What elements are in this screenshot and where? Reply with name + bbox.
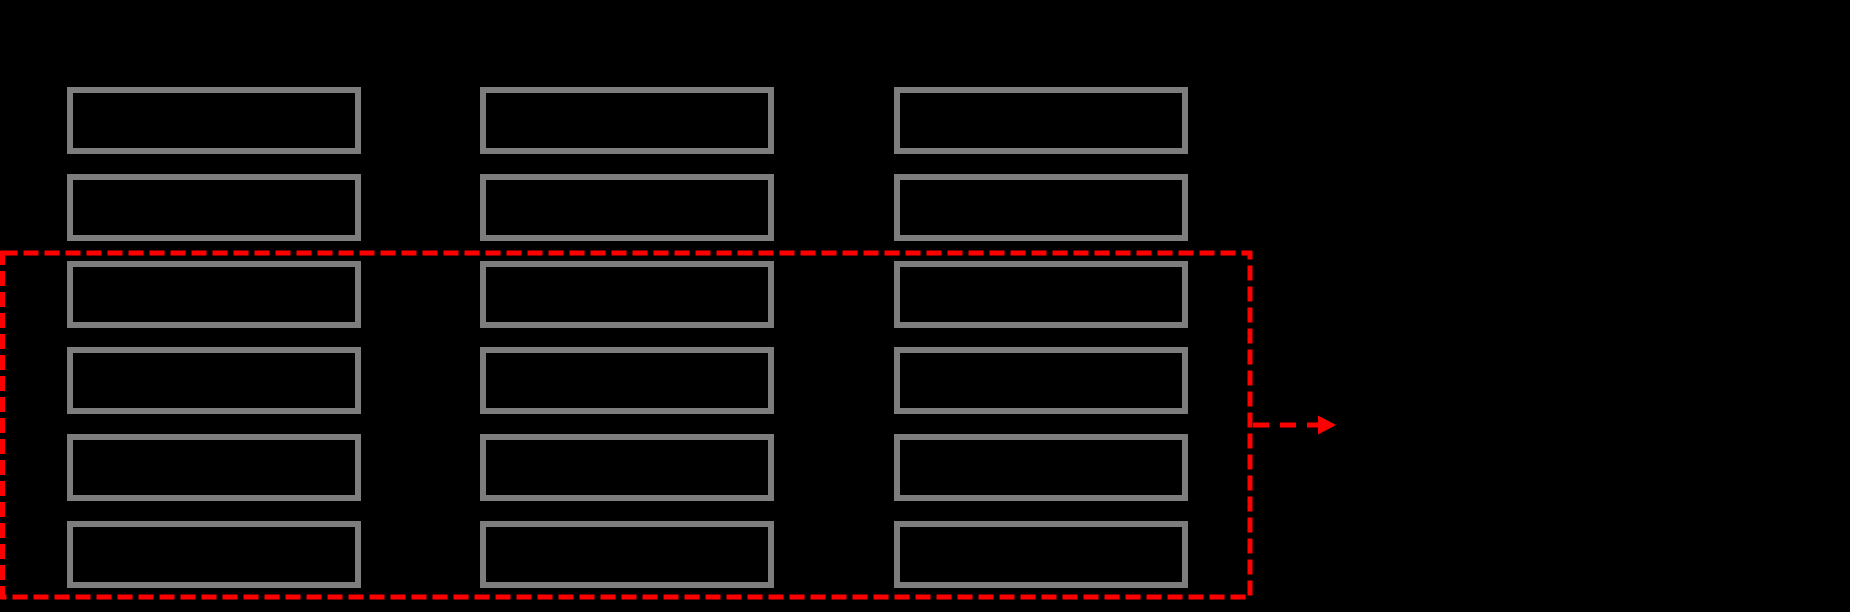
highlight-dashed-rect — [0, 250, 1253, 600]
grid-box-r1c2 — [480, 87, 774, 154]
grid-box-r5c1 — [67, 434, 361, 501]
grid-box-r2c2 — [480, 174, 774, 241]
grid-box-r6c2 — [480, 521, 774, 588]
grid-box-r6c1 — [67, 521, 361, 588]
grid-box-r1c1 — [67, 87, 361, 154]
grid-box-r5c2 — [480, 434, 774, 501]
grid-box-r3c3 — [894, 261, 1188, 328]
grid-box-r2c3 — [894, 174, 1188, 241]
grid-box-r6c3 — [894, 521, 1188, 588]
grid-box-r2c1 — [67, 174, 361, 241]
grid-box-r4c2 — [480, 347, 774, 414]
grid-box-r4c1 — [67, 347, 361, 414]
arrowhead-icon — [1318, 415, 1336, 435]
grid-box-r1c3 — [894, 87, 1188, 154]
grid-box-r3c1 — [67, 261, 361, 328]
grid-box-r3c2 — [480, 261, 774, 328]
grid-box-r4c3 — [894, 347, 1188, 414]
grid-box-r5c3 — [894, 434, 1188, 501]
